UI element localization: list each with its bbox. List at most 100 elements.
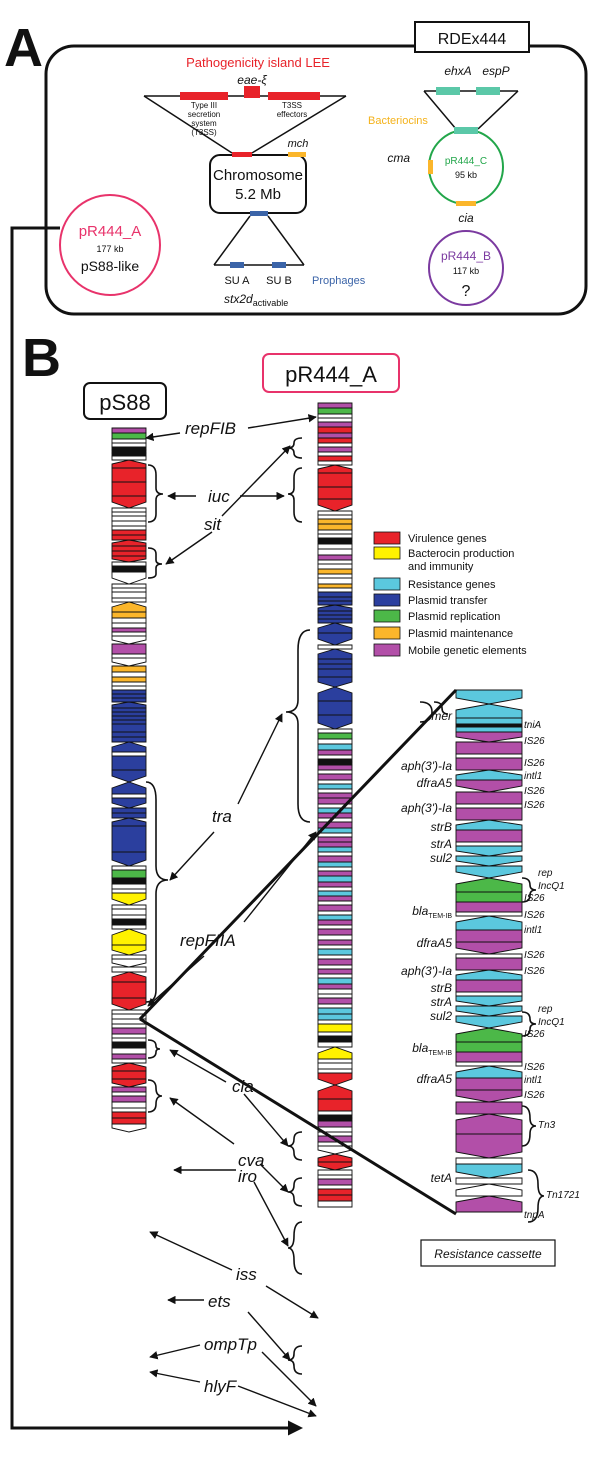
pr444-gene (317, 437, 353, 444)
pr444-gene (317, 754, 353, 760)
ps88-gene (111, 769, 147, 783)
pr444-gene (317, 773, 353, 781)
legend-swatch (373, 593, 401, 607)
pr444-gene (317, 583, 353, 589)
ps88-gene (111, 1117, 147, 1125)
ps88-gene (111, 693, 147, 699)
cassette-gene (455, 901, 523, 913)
pr444-gene (317, 1023, 353, 1033)
cassette-gene (455, 769, 523, 781)
cassette-right-label: IS26 (524, 966, 545, 977)
pr444-gene (317, 644, 353, 650)
lee-eae-block (244, 86, 260, 98)
arrow-iro-right (253, 1181, 289, 1247)
cassette-gene (455, 1133, 523, 1159)
cassette-gene (455, 1065, 523, 1079)
ps88-gene (111, 997, 147, 1011)
chromosome-box (209, 154, 307, 214)
ps88-gene (111, 954, 147, 960)
pc-cone-right (477, 90, 519, 130)
cassette-right-label: IS26 (524, 736, 545, 747)
ps88-gene (111, 924, 147, 930)
ps88-gene (111, 869, 147, 879)
ps88-gene (111, 865, 147, 871)
pr444-gene (317, 910, 353, 916)
cassette-right-label: Tn1721 (546, 1190, 580, 1201)
pr444-gene (317, 1068, 353, 1074)
ps88-gene (111, 545, 147, 552)
cassette-gene (455, 753, 523, 759)
pr444-gene (317, 900, 353, 906)
pr444-gene (317, 548, 353, 556)
label-cia: cia (232, 1077, 254, 1096)
pr444-gene (317, 421, 353, 428)
cassette-gene (455, 807, 523, 821)
bracket-ps88-cva (147, 1079, 163, 1113)
ps88-gene (111, 1101, 147, 1109)
ps88-gene (111, 455, 147, 461)
bracket-ps88-iuc (147, 464, 164, 523)
pr444-gene (317, 1084, 353, 1100)
arrow-omptp-left (149, 1344, 201, 1360)
arrow-repfib-left (145, 432, 181, 442)
pr444-gene (317, 870, 353, 877)
pr444-gene (317, 954, 353, 960)
cassette-right-label: IncQ1 (538, 881, 565, 892)
pr444-gene (317, 591, 353, 598)
pr444-gene (317, 855, 353, 863)
pr444-gene (317, 686, 353, 702)
ps88-title-box (83, 382, 167, 420)
pr444-gene (317, 944, 353, 950)
ps88-gene (111, 715, 147, 721)
cassette-left-label: strA (431, 995, 452, 1009)
pr444-gene (317, 559, 353, 565)
ps88-gene (111, 1047, 147, 1055)
ps88-gene (111, 793, 147, 799)
arrow-cia-left (169, 1049, 227, 1083)
ps88-gene (111, 611, 147, 619)
cassette-labels: meraph(3')-IadfraA5aph(3')-IastrBstrAsul… (401, 709, 580, 1221)
pr444-gene (317, 1003, 353, 1009)
lee-cone-left (143, 95, 233, 154)
chromosome-label: Chromosome (213, 167, 303, 184)
legend-label: Plasmid maintenance (408, 628, 513, 640)
ps88-gene (111, 817, 147, 827)
cassette-left-label: sul2 (430, 1009, 452, 1023)
panel-a-letter: A (4, 18, 43, 78)
ps88-gene (111, 1009, 147, 1015)
pr444-gene (317, 1169, 353, 1176)
pr444-gene (317, 764, 353, 771)
cassette-right-label: IS26 (524, 758, 545, 769)
pr444-gene (317, 614, 353, 620)
label-omptp: ompTp (204, 1335, 257, 1354)
pr444-gene (317, 919, 353, 926)
ps88-gene (111, 1033, 147, 1039)
cassette-right-label: intl1 (524, 771, 542, 782)
ps88-gene (111, 904, 147, 910)
ps88-gene (111, 701, 147, 709)
ps88-gene (111, 981, 147, 999)
pr444-gene (317, 1153, 353, 1163)
strain-box (44, 44, 588, 316)
ps88-gene (111, 731, 147, 738)
cassette-right-label: Tn3 (538, 1120, 556, 1131)
ps88-gene (111, 539, 147, 547)
effectors-label-2: effectors (277, 110, 308, 119)
cassette-gene (455, 791, 523, 805)
legend-swatch (373, 626, 401, 640)
ps88-gene (111, 914, 147, 920)
cassette-right-label: intl1 (524, 1075, 542, 1086)
pr444-gene (317, 861, 353, 868)
pr444-gene (317, 846, 353, 853)
pr444-gene (317, 464, 353, 474)
plasmid-c-insert-mark (454, 127, 478, 134)
arrow-sit-left (165, 531, 213, 565)
pr444-gene (317, 743, 353, 751)
cassette-left-label: dfraA5 (417, 936, 453, 950)
pr444-gene (317, 1062, 353, 1070)
ps88-gene (111, 635, 147, 645)
pr444-gene (317, 432, 353, 439)
pr444-gene (317, 924, 353, 930)
ps88-gene-map (111, 427, 147, 1133)
